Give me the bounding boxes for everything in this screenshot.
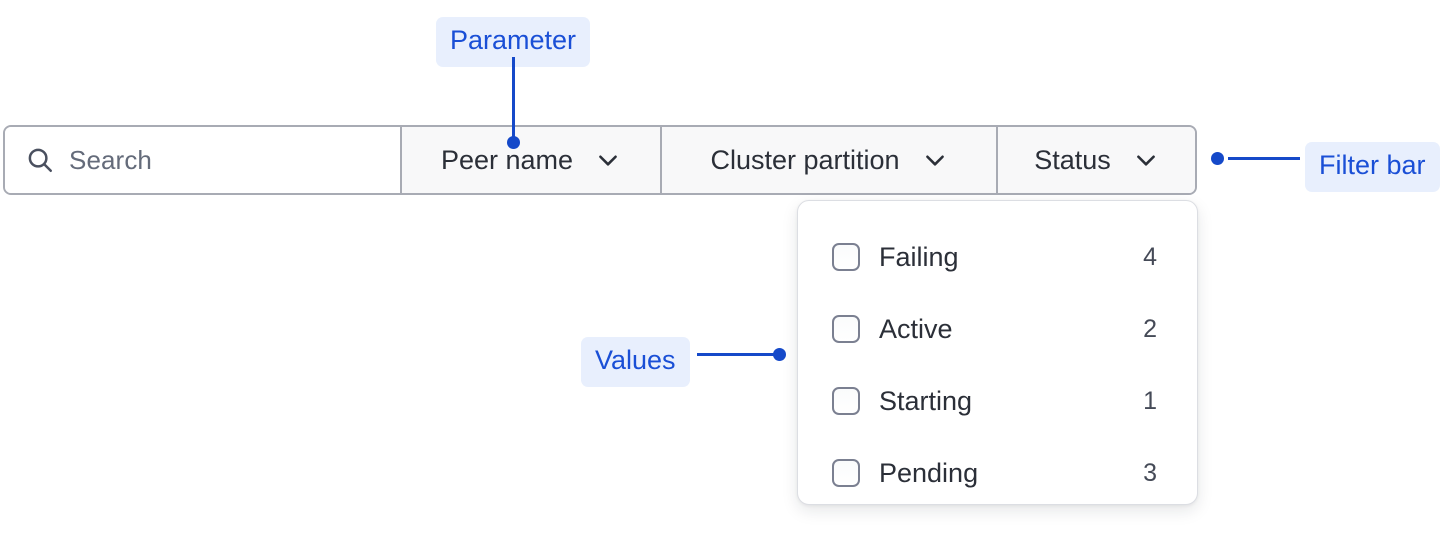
search-input-placeholder[interactable]: Search bbox=[69, 145, 152, 175]
value-count: 2 bbox=[1143, 314, 1157, 343]
filter-label-status: Status bbox=[1034, 144, 1111, 175]
annotation-dot-filter-bar bbox=[1211, 152, 1224, 165]
value-label: Failing bbox=[879, 241, 959, 272]
annotation-leader-line-parameter bbox=[512, 57, 515, 141]
annotation-leader-line-values bbox=[697, 353, 777, 356]
annotation-values: Values bbox=[581, 337, 690, 387]
list-item[interactable]: Active 2 bbox=[798, 293, 1197, 365]
checkbox-active[interactable] bbox=[832, 315, 860, 343]
chevron-down-icon bbox=[1133, 147, 1159, 173]
value-label: Starting bbox=[879, 385, 973, 416]
filter-label-cluster-partition: Cluster partition bbox=[710, 144, 900, 175]
annotation-dot-values bbox=[773, 348, 786, 361]
value-label: Pending bbox=[879, 457, 979, 488]
checkbox-failing[interactable] bbox=[832, 243, 860, 271]
value-count: 3 bbox=[1143, 458, 1157, 487]
list-item[interactable]: Starting 1 bbox=[798, 365, 1197, 437]
annotation-dot-parameter bbox=[507, 136, 520, 149]
checkbox-pending[interactable] bbox=[832, 459, 860, 487]
value-label: Active bbox=[879, 313, 953, 344]
search-icon bbox=[25, 145, 55, 175]
list-item[interactable]: Pending 3 bbox=[798, 437, 1197, 509]
search-field[interactable]: Search bbox=[5, 127, 402, 193]
value-count: 4 bbox=[1143, 242, 1157, 271]
chevron-down-icon bbox=[922, 147, 948, 173]
annotation-leader-line-filter-bar bbox=[1228, 157, 1300, 160]
filter-bar: Search Peer name Cluster partition Statu… bbox=[3, 125, 1197, 195]
filter-label-peer-name: Peer name bbox=[440, 144, 574, 175]
filter-button-peer-name[interactable]: Peer name bbox=[402, 127, 662, 193]
chevron-down-icon bbox=[595, 147, 621, 173]
value-count: 1 bbox=[1143, 386, 1157, 415]
checkbox-starting[interactable] bbox=[832, 387, 860, 415]
annotation-filter-bar: Filter bar bbox=[1305, 142, 1440, 192]
filter-button-cluster-partition[interactable]: Cluster partition bbox=[662, 127, 998, 193]
status-filter-dropdown: Failing 4 Active 2 Starting 1 Pending 3 bbox=[797, 200, 1198, 505]
filter-button-status[interactable]: Status bbox=[998, 127, 1195, 193]
list-item[interactable]: Failing 4 bbox=[798, 221, 1197, 293]
